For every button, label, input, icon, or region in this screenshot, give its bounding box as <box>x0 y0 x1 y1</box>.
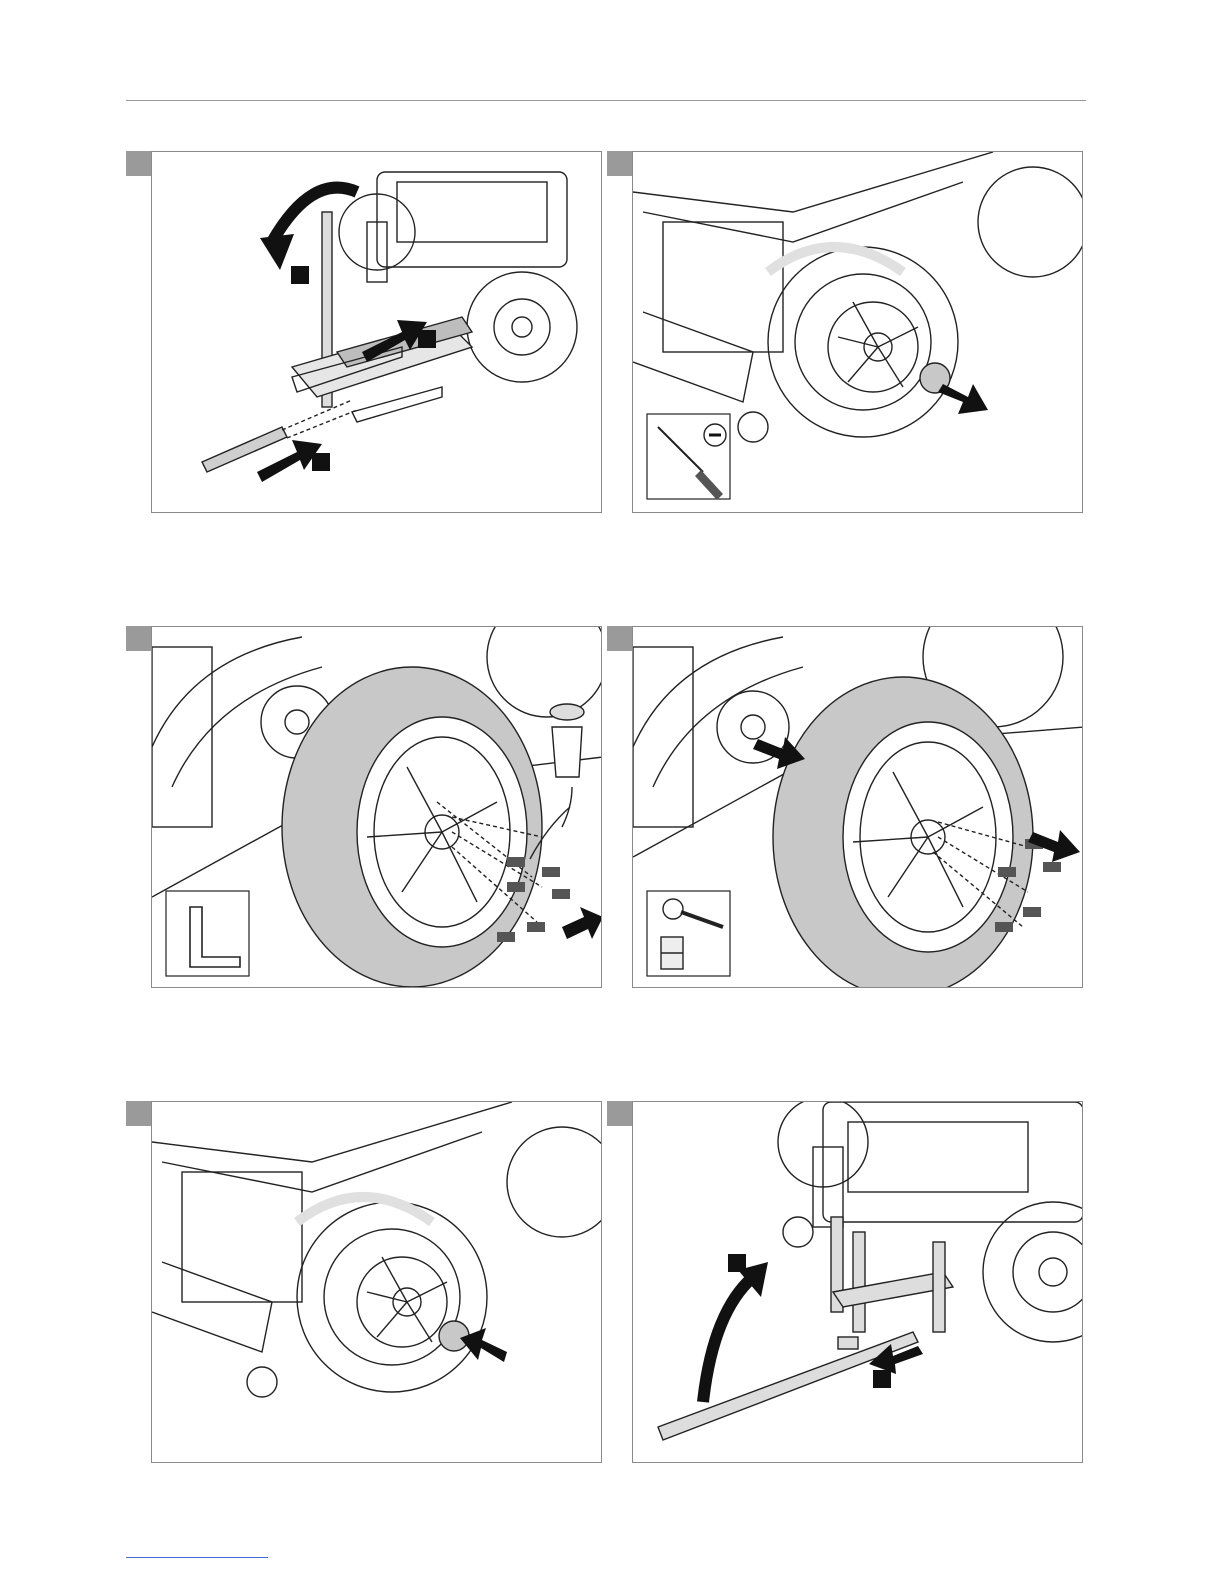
header-rule <box>126 100 1086 101</box>
figure-1-illustration <box>152 152 602 513</box>
rear-wheel <box>983 1202 1083 1342</box>
figure-2-illustration <box>633 152 1083 513</box>
step-marker-2 <box>873 1370 891 1388</box>
figure-3-illustration <box>152 627 602 988</box>
figure-1-tab <box>126 151 151 176</box>
figure-5-panel <box>151 1101 602 1463</box>
figure-5-illustration <box>152 1102 602 1463</box>
figure-4-tab <box>607 626 632 651</box>
chair-base <box>377 172 567 267</box>
figure-6-illustration <box>633 1102 1083 1463</box>
rear-wheel <box>467 272 577 382</box>
step-marker-1 <box>728 1254 746 1272</box>
step-marker-3 <box>312 453 330 471</box>
figure-5-tab <box>126 1101 151 1126</box>
step-marker-1 <box>291 266 309 284</box>
figure-1-panel <box>151 151 602 513</box>
tool-inset <box>647 891 730 976</box>
figure-4-panel <box>632 626 1083 988</box>
rotate-arrow <box>272 188 357 242</box>
pull-arrow <box>562 907 602 939</box>
rear-wheel <box>297 1202 487 1392</box>
pull-arrow <box>938 384 988 414</box>
footer-link-underline <box>126 1557 268 1558</box>
figure-4-illustration <box>633 627 1083 988</box>
figure-2-panel <box>632 151 1083 513</box>
lift-arrow <box>703 1277 753 1402</box>
wheel-cap <box>439 1321 469 1351</box>
step-marker-2 <box>418 330 436 348</box>
figure-3-panel <box>151 626 602 988</box>
jack-frame <box>658 1217 953 1440</box>
rear-wheel <box>768 247 958 437</box>
battery-box <box>397 182 547 242</box>
tool-inset <box>166 891 249 976</box>
figure-6-panel <box>632 1101 1083 1463</box>
figure-2-tab <box>607 151 632 176</box>
figure-6-tab <box>607 1101 632 1126</box>
figure-3-tab <box>126 626 151 651</box>
